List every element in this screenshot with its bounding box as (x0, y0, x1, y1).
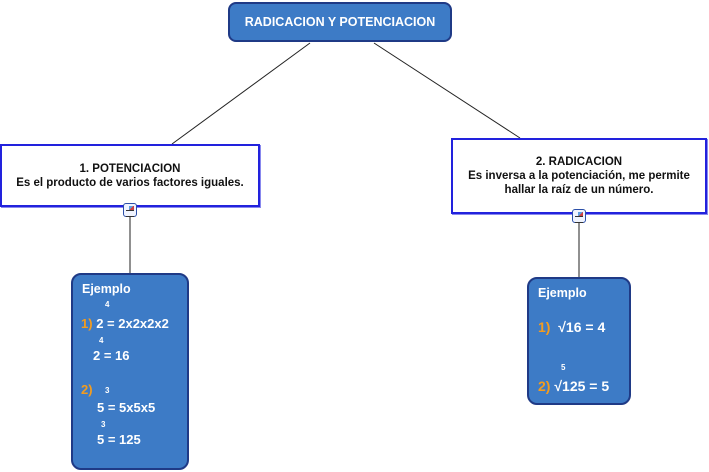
exponent: 4 (105, 300, 110, 309)
root-node[interactable]: RADICACION Y POTENCIACION (228, 2, 452, 42)
root-title: RADICACION Y POTENCIACION (244, 15, 436, 29)
example-potenciacion[interactable]: Ejemplo 4 1) 2 = 2x2x2x2 4 2 = 16 2) 3 5… (71, 273, 189, 470)
expression: 2 = 16 (93, 348, 130, 363)
expression: 5 = 125 (97, 432, 141, 447)
expression: √125 = 5 (554, 378, 610, 394)
concept-description: Es el producto de varios factores iguale… (16, 176, 244, 189)
enum-label: 1) (538, 319, 551, 335)
example-line: 2) √125 = 5 (538, 378, 609, 394)
example-radicacion[interactable]: Ejemplo 1) √16 = 4 5 2) √125 = 5 (527, 277, 631, 405)
exponent: 4 (99, 336, 104, 345)
example-line: 1) 2 = 2x2x2x2 (81, 316, 169, 331)
concept-potenciacion[interactable]: 1. POTENCIACION Es el producto de varios… (0, 144, 260, 207)
concept-radicacion[interactable]: 2. RADICACION Es inversa a la potenciaci… (451, 138, 707, 214)
example-line: 1) √16 = 4 (538, 319, 605, 335)
concept-heading: 2. RADICACION (535, 156, 623, 168)
enum-label: 1) (81, 316, 93, 331)
enum-label: 2) (81, 382, 93, 397)
concept-description: Es inversa a la potenciación, me permite (468, 170, 690, 182)
note-icon[interactable] (572, 209, 586, 223)
expression: 2 = 2x2x2x2 (96, 316, 169, 331)
link-root-radicacion (373, 42, 521, 139)
root-index: 5 (561, 363, 566, 372)
example-title: Ejemplo (82, 282, 131, 296)
enum-label: 2) (538, 378, 551, 394)
concept-description: hallar la raíz de un número. (504, 184, 654, 196)
exponent: 3 (105, 386, 110, 395)
link-root-potenciacion (171, 42, 311, 145)
note-icon[interactable] (123, 203, 137, 217)
example-title: Ejemplo (538, 286, 587, 300)
expression: 5 = 5x5x5 (97, 400, 156, 415)
concept-heading: 1. POTENCIACION (79, 162, 181, 175)
exponent: 3 (101, 420, 106, 429)
expression: √16 = 4 (558, 319, 606, 335)
